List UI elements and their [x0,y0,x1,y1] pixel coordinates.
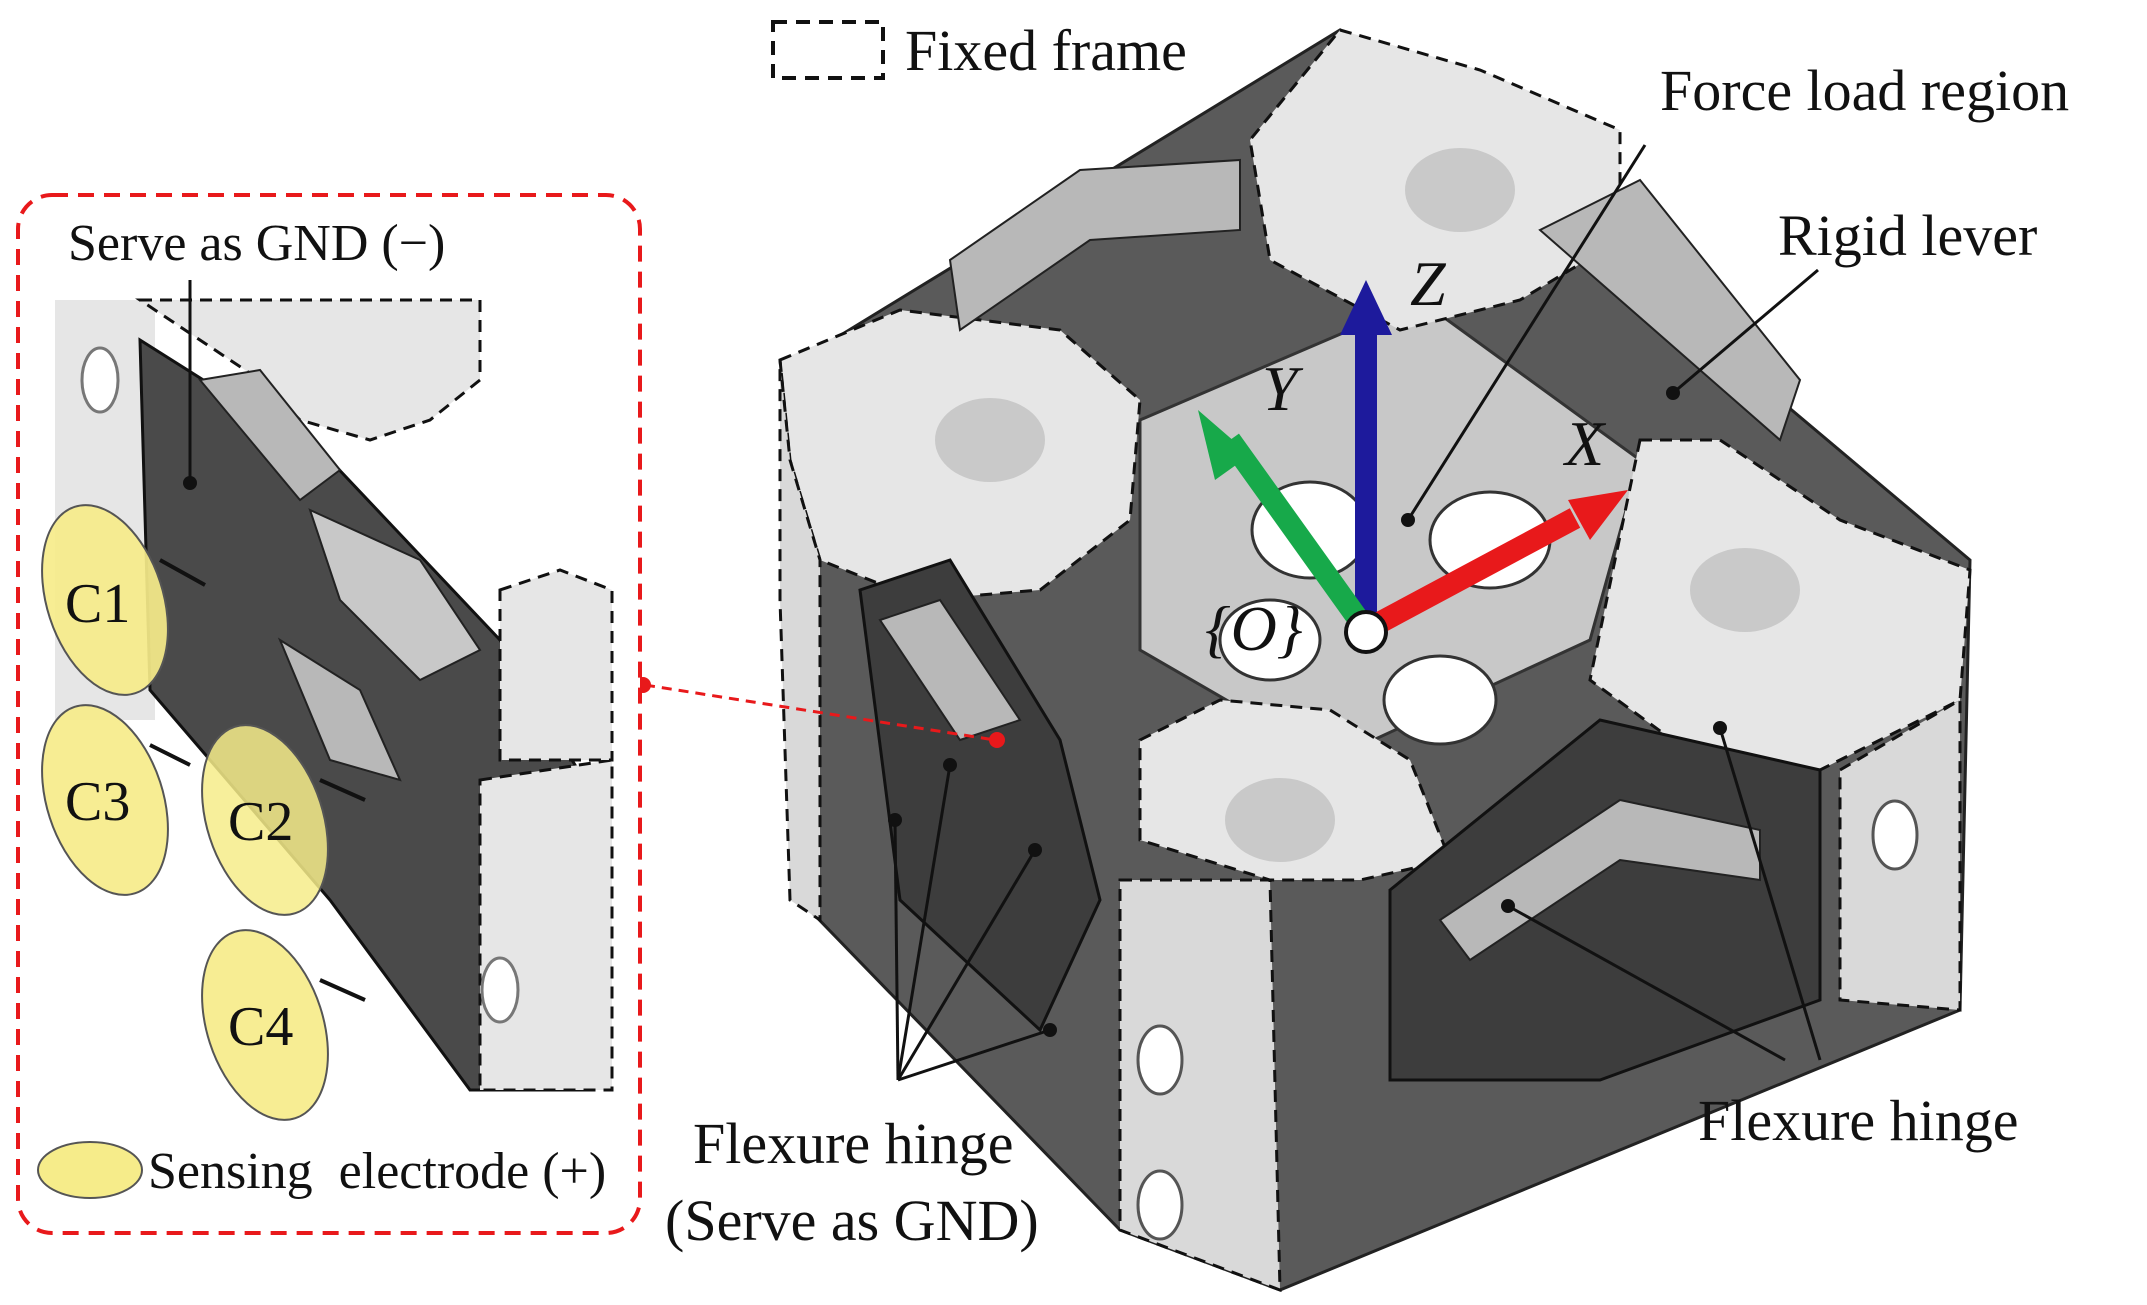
frame-recess [935,398,1045,482]
inset-side-hole [480,956,520,1024]
sensing-electrode-legend-label: Sensing electrode (+) [148,1143,606,1200]
fixed-frame-side-left [778,359,822,923]
flexure-hinge-left-label-line2: (Serve as GND) [665,1188,1039,1253]
x-axis-arrowhead [1568,490,1628,540]
force-load-region-label: Force load region [1660,58,2069,123]
flexure-hinge-left-dot [1028,843,1042,857]
flexure-hinge-right-leader [1718,727,1822,1061]
y-axis-arrow [1221,433,1375,637]
frame-recess [1405,148,1515,232]
flexure-hinge-right-dot [1501,899,1515,913]
force-load-dot [1401,513,1415,527]
inset-top-right-block [498,568,614,762]
inset-flexure-light [308,508,482,682]
flexure-hinge-right-leader [1507,904,1786,1062]
inset-frame-right [478,758,614,1092]
frame-recess [1225,778,1335,862]
legend: Fixed frame [771,18,1187,83]
flexure-hinge-right-dot [1713,721,1727,735]
z-axis-label: Z [1410,248,1447,319]
z-axis-arrowhead [1340,280,1392,335]
y-axis-arrowhead [1198,410,1250,480]
electrode-c3 [41,704,169,896]
y-axis-label: Y [1262,353,1304,424]
flexure-hinge-slots-right [1388,718,1822,1082]
x-axis-arrow [1360,508,1581,640]
sensor-structure [778,28,1972,1293]
hinge-slot-light [948,158,1241,332]
flexure-hinge-left-leader [896,764,952,1081]
electrode-label-c2: C2 [228,791,293,853]
force-load-leader [1406,144,1647,521]
origin-marker [1344,610,1388,654]
flexure-hinge-left-leader [897,1028,1051,1082]
platform-hole [1218,598,1322,682]
electrode-label-c4: C4 [228,996,293,1058]
x-axis-label: X [1562,408,1607,479]
side-hole [1871,799,1919,871]
fixed-frame-legend-swatch [771,20,885,80]
electrode-arrow [159,558,206,587]
inset-flexure-light [198,368,342,502]
electrode-arrow [319,978,366,1002]
flexure-hinge-left-dot [943,758,957,772]
coordinate-axes: Z Y X {O} [1198,248,1628,664]
flexure-hinge-left-dot [1043,1023,1057,1037]
flexure-hinge-left-dot [888,813,902,827]
inset-side-hole [80,346,120,414]
inset-flexure-light [277,637,402,782]
flexure-hinge-left-leader [893,819,900,1081]
inset-connector-line [644,683,996,742]
electrode-c4 [201,929,329,1121]
side-hole [1136,1169,1184,1241]
platform-hole [1382,654,1498,746]
electrode-arrow [319,778,366,802]
detail-inset: Serve as GND (−) C1 C3 C2 C4 Sensing ele… [16,193,642,1235]
callouts-left: Flexure hinge (Serve as GND) [665,758,1057,1253]
electrode-label-c1: C1 [65,573,130,635]
flexure-hinge-left-label-line1: Flexure hinge [693,1111,1014,1176]
origin-label: {O} [1205,593,1303,664]
serve-gnd-label: Serve as GND (−) [68,215,445,272]
side-hole [1136,1024,1184,1096]
serve-gnd-dot [183,476,197,490]
hinge-slot-light [878,598,1022,742]
electrode-label-c3: C3 [65,771,130,833]
rigid-lever-label: Rigid lever [1778,203,2037,268]
callouts-right: Force load region Rigid lever Flexure hi… [1401,58,2069,1153]
rigid-lever-dot [1666,386,1680,400]
inset-connector-dot [989,732,1005,748]
electrode-arrow [149,743,191,767]
electrode-c2 [201,724,329,916]
flexure-hinge-right-label: Flexure hinge [1698,1088,2019,1153]
electrode-c1 [41,504,169,696]
flexure-hinge-left-leader [896,849,1037,1081]
fixed-frame-legend-label: Fixed frame [905,18,1187,83]
frame-recess [1690,548,1800,632]
sensing-electrode-legend-swatch [37,1141,143,1199]
hinge-slot-light [1438,798,1761,962]
rigid-lever-leader [1672,268,1819,395]
